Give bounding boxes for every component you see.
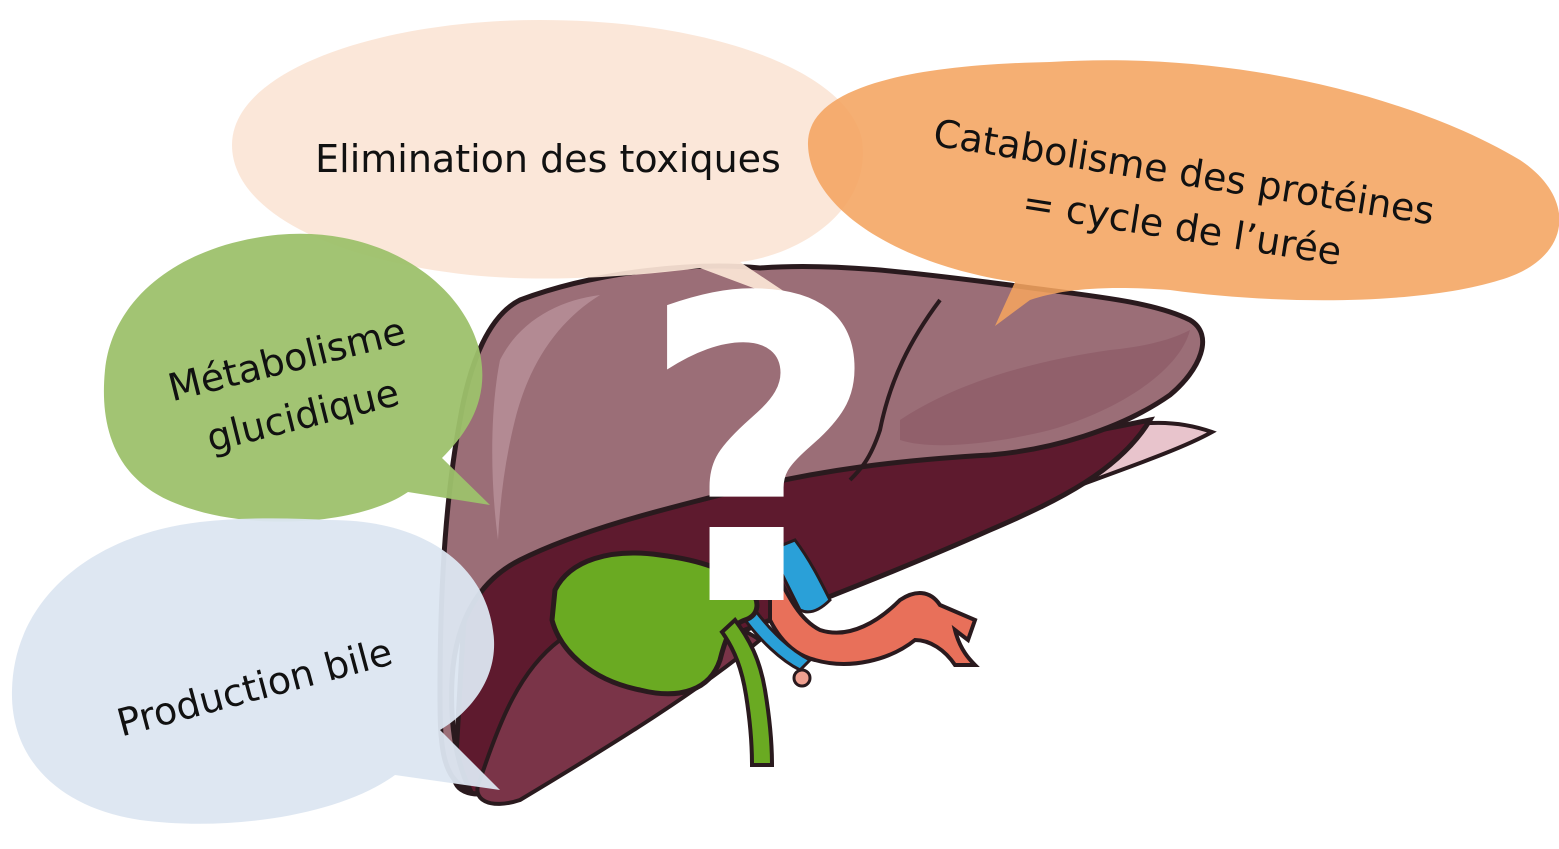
bubble-production-bile: Production bile (12, 518, 500, 823)
question-mark: ? (638, 211, 882, 700)
bubble-label-toxiques: Elimination des toxiques (315, 137, 781, 181)
bubble-metabolisme-glucidique: Métabolisme glucidique (104, 234, 490, 522)
